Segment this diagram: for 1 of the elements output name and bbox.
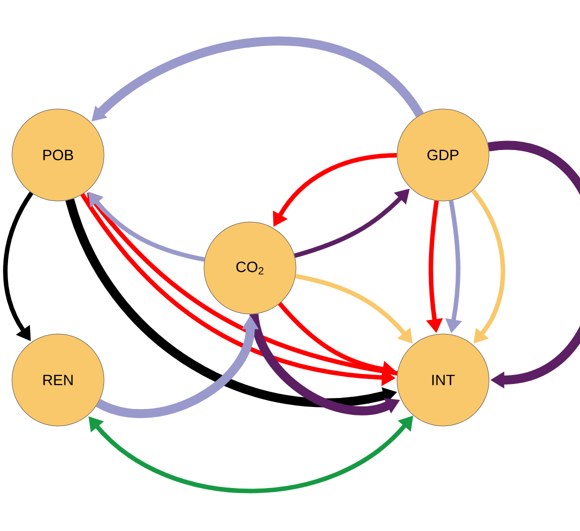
- arrow: [488, 142, 580, 389]
